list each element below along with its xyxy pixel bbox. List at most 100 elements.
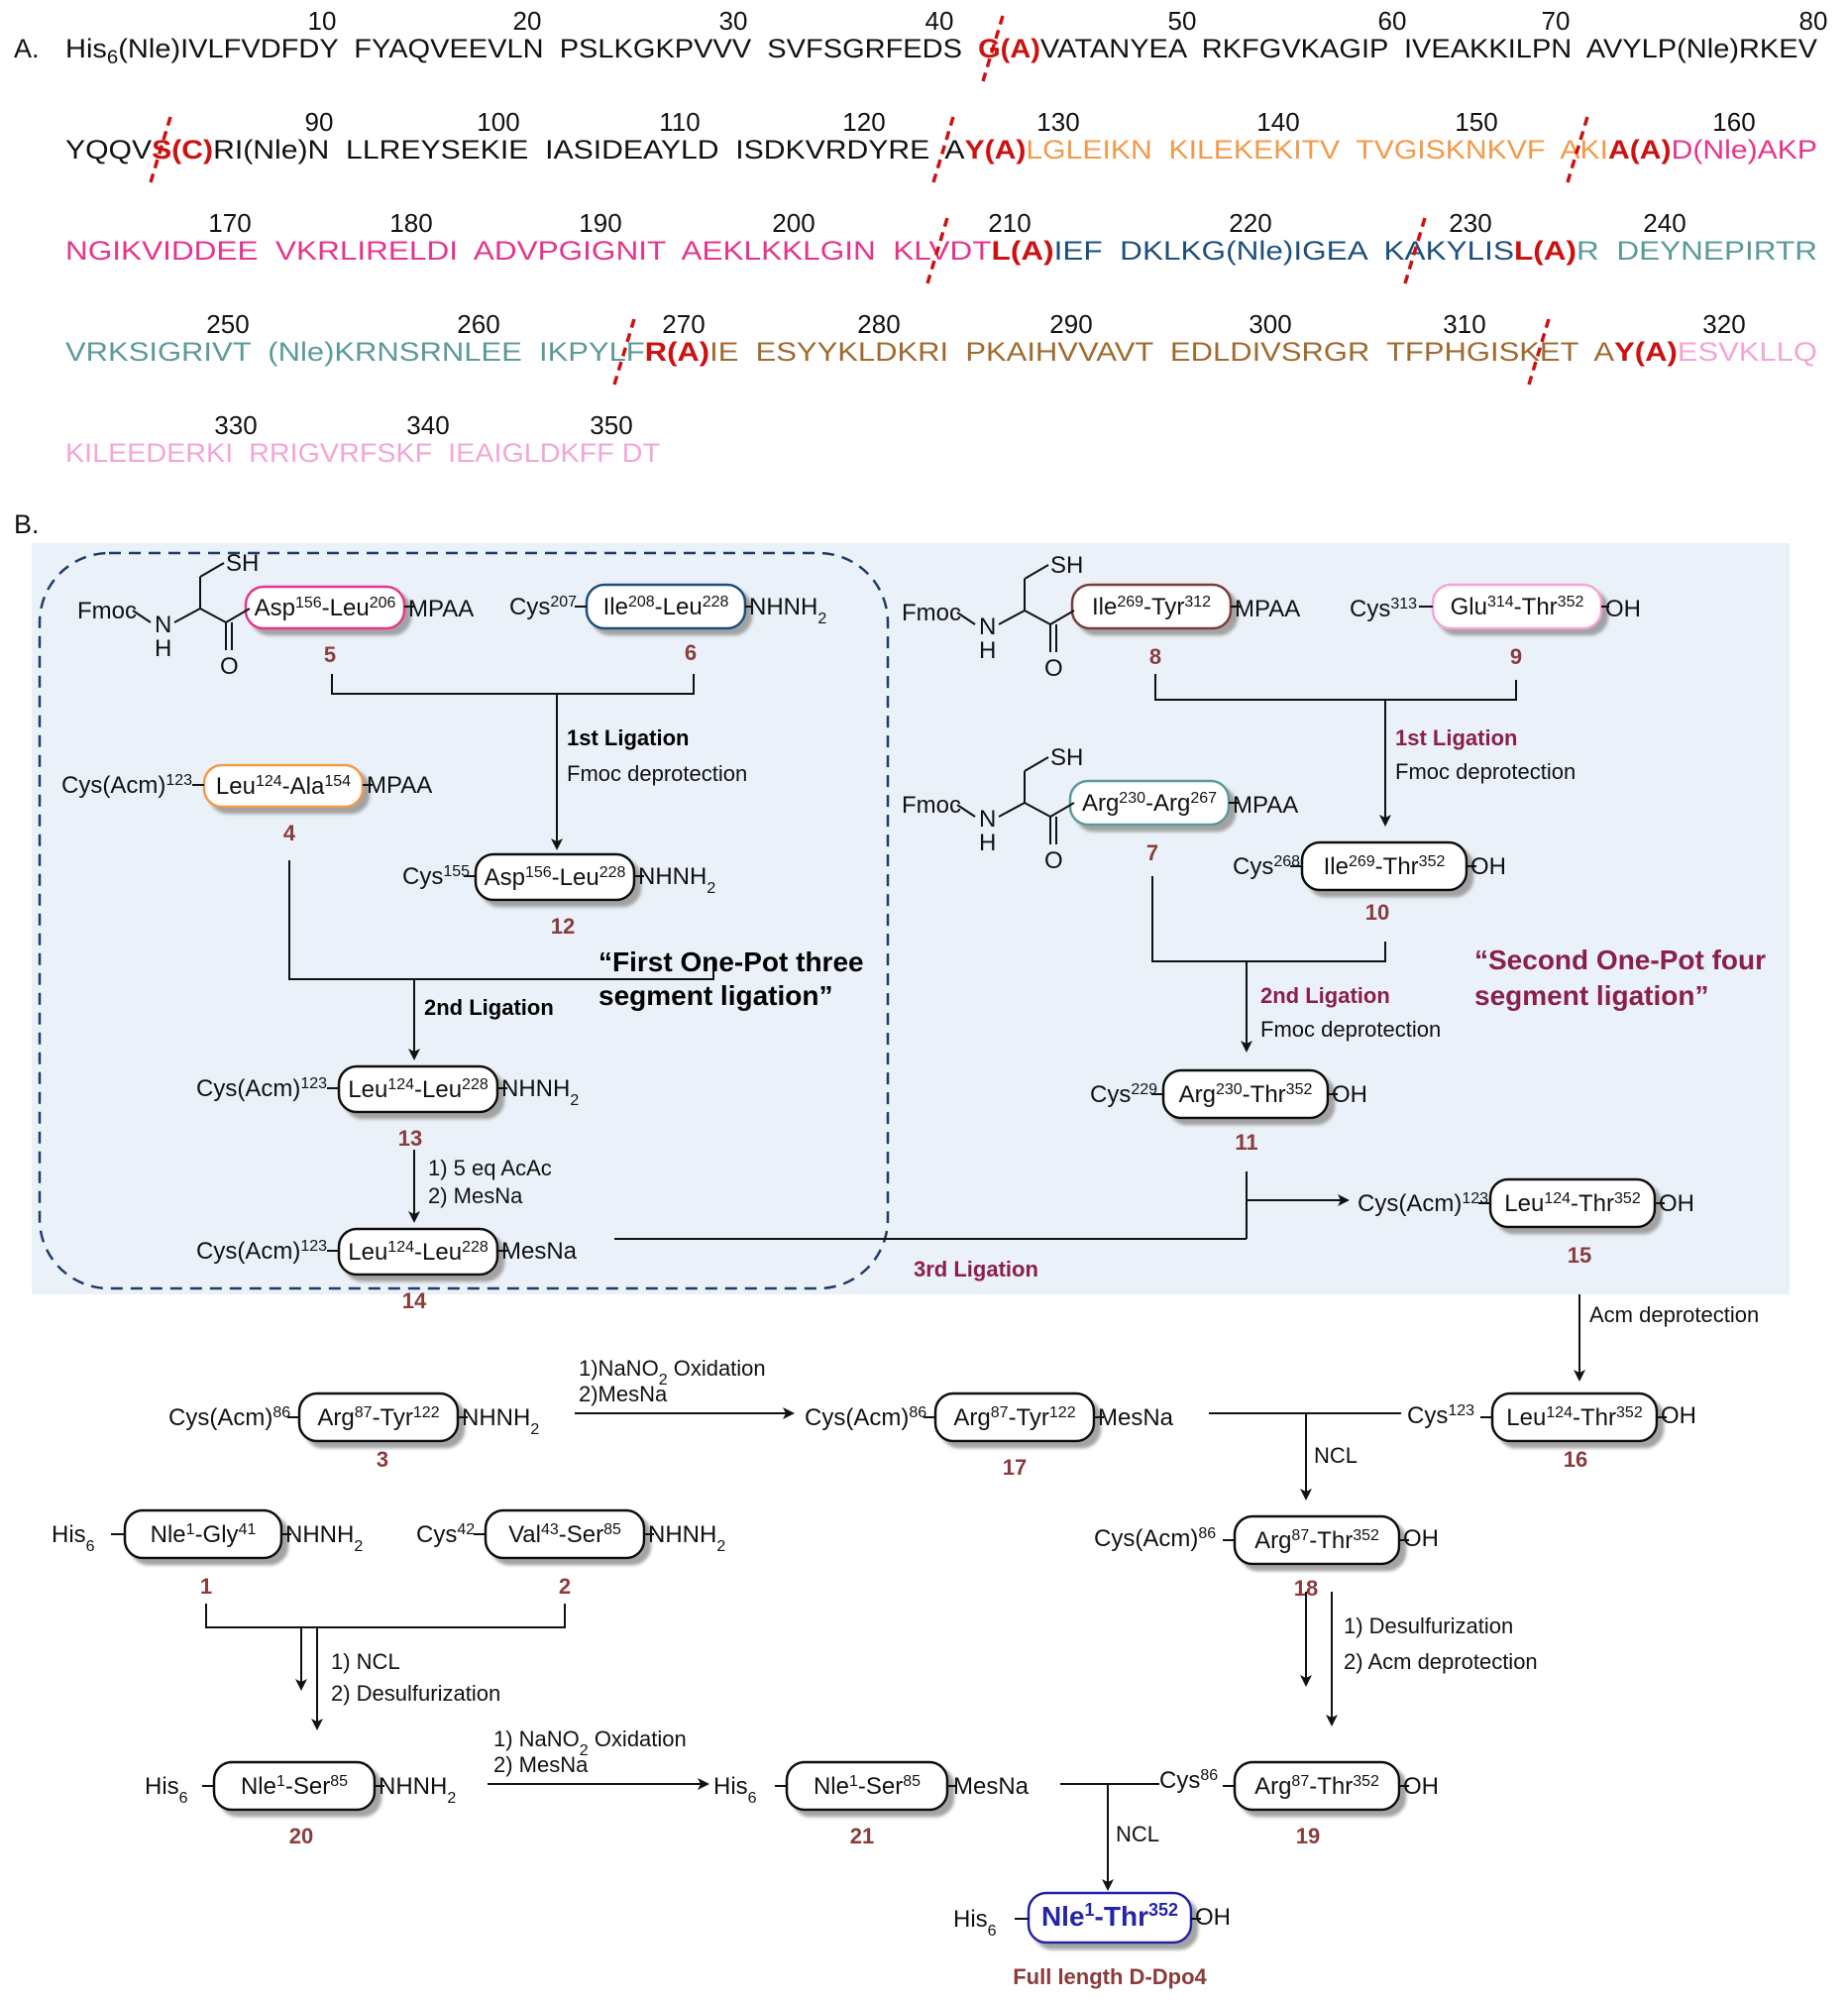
ligation-site-mark (931, 116, 955, 183)
mpaa-label: MPAA (367, 772, 432, 799)
final-peptide: Nle1-Thr352 (1027, 1891, 1193, 1945)
oxygen-label: O (1044, 847, 1063, 874)
compound-number: 16 (1564, 1447, 1587, 1472)
residue-number: 10 (308, 6, 337, 36)
residue-number: 100 (477, 107, 519, 137)
peptide-2: Val43-Ser85 (484, 1508, 646, 1560)
peptide-range: Nle1-Thr352 (1041, 1900, 1178, 1932)
hydroxyl-label: OH (1403, 1525, 1439, 1552)
peptide-1: Nle1-Gly41 (123, 1508, 283, 1560)
sequence-segment: VATANYEA RKFGVKAGIP IVEAKKILPN AVYLP(Nle… (1040, 34, 1817, 63)
residue-number: 300 (1249, 309, 1291, 339)
hydroxyl-label: OH (1195, 1904, 1231, 1931)
residue-number: 210 (988, 208, 1031, 238)
ncl-label: NCL (1116, 1822, 1159, 1846)
compound-number: 13 (398, 1126, 422, 1151)
compound-number: 10 (1365, 900, 1389, 925)
second-one-pot-arrows (1151, 674, 1517, 1053)
peptide-range: Ile269-Thr352 (1324, 853, 1446, 881)
cys-acm-label: Cys(Acm)123 (1358, 1190, 1488, 1218)
residue-number: 290 (1049, 309, 1092, 339)
nitrogen-label: N (979, 613, 996, 640)
residue-number: 280 (857, 309, 900, 339)
hydrazide-label: NHNH2 (379, 1773, 456, 1807)
hydroxyl-label: OH (1605, 596, 1641, 622)
peptide-11: Arg230-Thr352 (1161, 1068, 1330, 1120)
second-one-pot-subtitle: segment ligation” (1474, 980, 1708, 1011)
sequence-segment: Y (964, 135, 984, 165)
nitrogen-label: N (155, 612, 171, 638)
peptide-range: Arg87-Thr352 (1254, 1773, 1379, 1801)
cys-label: Cys229 (1090, 1081, 1157, 1109)
ligation-site-mark (149, 116, 172, 183)
sequence-segment: G (978, 34, 1001, 63)
panel-b-label: B. (14, 509, 40, 539)
acm-deprotection-label: Acm deprotection (1589, 1302, 1759, 1327)
peptide-range: Val43-Ser85 (508, 1521, 621, 1549)
compound-number: 7 (1146, 840, 1158, 865)
peptide-7: Arg230-Arg267 (1068, 779, 1231, 827)
sequence-segment: RI(Nle)N LLREYSEKIE IASIDEAYLD ISDKVRDYR… (213, 135, 964, 165)
sequence-segment: R (645, 337, 667, 367)
peptide-3: Arg87-Tyr122 (297, 1392, 460, 1443)
sequence-segment: ESVKLLQ (1678, 337, 1817, 367)
peptide-range: Leu124-Leu228 (348, 1076, 489, 1104)
mesna-label: MesNa (501, 1238, 578, 1265)
compound-number: 15 (1568, 1243, 1591, 1268)
residue-number: 240 (1643, 208, 1685, 238)
peptide-range: Ile208-Leu228 (603, 594, 729, 621)
mesna-step-label: 2) MesNa (428, 1183, 523, 1208)
peptide-range: Nle1-Ser85 (241, 1773, 348, 1801)
compound-number: 6 (685, 640, 697, 665)
residue-number: 40 (925, 6, 954, 36)
sequence-segment: L (1514, 236, 1533, 266)
compound-number: 17 (1003, 1455, 1027, 1480)
residue-number: 160 (1712, 107, 1755, 137)
cys-acm-label: Cys(Acm)86 (168, 1404, 290, 1432)
first-ligation-label: 1st Ligation (567, 725, 689, 750)
one-pot-background (32, 543, 1790, 1294)
acac-step-label: 1) 5 eq AcAc (428, 1156, 552, 1180)
thiol-label: SH (1050, 744, 1083, 771)
compound-number: 4 (283, 821, 296, 845)
hydrazide-label: NHNH2 (501, 1075, 579, 1109)
sequence-segment: R DEYNEPIRTR (1576, 236, 1817, 266)
first-one-pot-title: “First One-Pot three (598, 946, 864, 977)
hydrogen-label: H (979, 637, 996, 664)
compound-number: 14 (402, 1288, 427, 1313)
residue-number: 320 (1702, 309, 1745, 339)
sequence-line: KILEEDERKI RRIGVRFSKF IEAIGLDKFF DT (65, 438, 660, 468)
peptide-range: Leu124-Ala154 (216, 773, 351, 801)
compound-number: 3 (377, 1447, 388, 1472)
residue-number: 70 (1542, 6, 1571, 36)
fmoc-deprotection-label: Fmoc deprotection (1395, 759, 1576, 784)
residue-number: 350 (590, 410, 632, 440)
sequence-segment: 6 (107, 48, 118, 68)
residue-number: 250 (206, 309, 249, 339)
compound-number: 8 (1149, 644, 1161, 669)
residue-number: 270 (662, 309, 705, 339)
sequence-segment: (A) (667, 337, 709, 367)
fmoc-label: Fmoc (902, 600, 961, 626)
peptide-range: Arg87-Tyr122 (317, 1404, 439, 1432)
desulfurization-step-label: 2) Desulfurization (331, 1681, 500, 1706)
compound-number: 19 (1296, 1824, 1320, 1848)
his-tag-label: His6 (145, 1773, 188, 1807)
peptide-range: Asp156-Leu206 (255, 595, 396, 622)
his-tag-label: His6 (52, 1521, 95, 1555)
fmoc-deprotection-label: Fmoc deprotection (567, 761, 747, 786)
third-ligation-label: 3rd Ligation (914, 1257, 1038, 1281)
second-one-pot-title: “Second One-Pot four (1474, 945, 1766, 975)
second-ligation-label: 2nd Ligation (424, 995, 554, 1020)
residue-number: 340 (406, 410, 449, 440)
peptide-range: Ile269-Tyr312 (1092, 594, 1211, 621)
ligation-site-mark (1527, 318, 1551, 386)
third-ligation-arrows (614, 1171, 1585, 1382)
residue-number: 110 (659, 107, 700, 137)
peptide-range: Arg87-Tyr122 (953, 1404, 1075, 1432)
sequence-segment: His (65, 34, 107, 63)
peptide-range: Asp156-Leu228 (485, 864, 626, 892)
